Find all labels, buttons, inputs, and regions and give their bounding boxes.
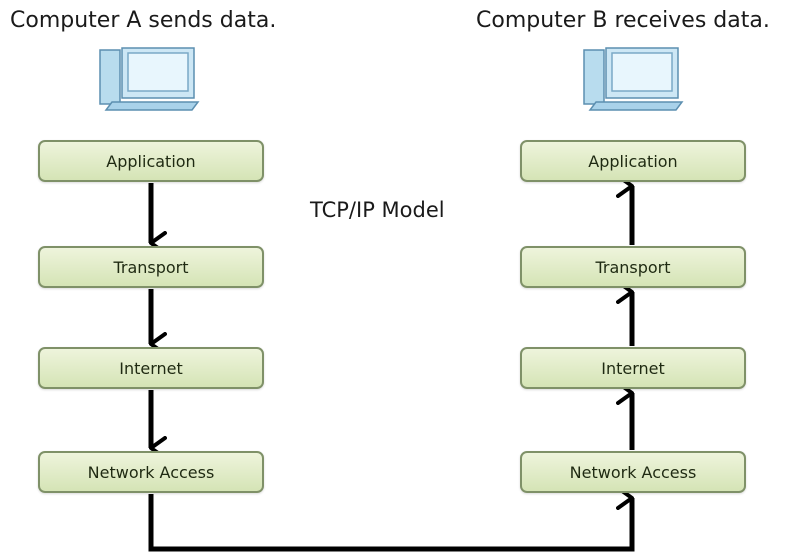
computer-a-layer-transport: Transport: [38, 246, 264, 288]
computer-b-layer-transport: Transport: [520, 246, 746, 288]
computer-a-layer-internet: Internet: [38, 347, 264, 389]
computer-a-caption: Computer A sends data.: [10, 8, 277, 33]
computer-b-layer-internet: Internet: [520, 347, 746, 389]
computer-b-layer-application: Application: [520, 140, 746, 182]
desktop-computer-icon: [583, 47, 684, 111]
desktop-computer-icon: [99, 47, 200, 111]
network-link-path: [148, 486, 635, 552]
computer-b-layer-network-access: Network Access: [520, 451, 746, 493]
computer-a-layer-application: Application: [38, 140, 264, 182]
computer-b-caption: Computer B receives data.: [476, 8, 770, 33]
computer-a-layer-network-access: Network Access: [38, 451, 264, 493]
model-title: TCP/IP Model: [310, 198, 445, 222]
